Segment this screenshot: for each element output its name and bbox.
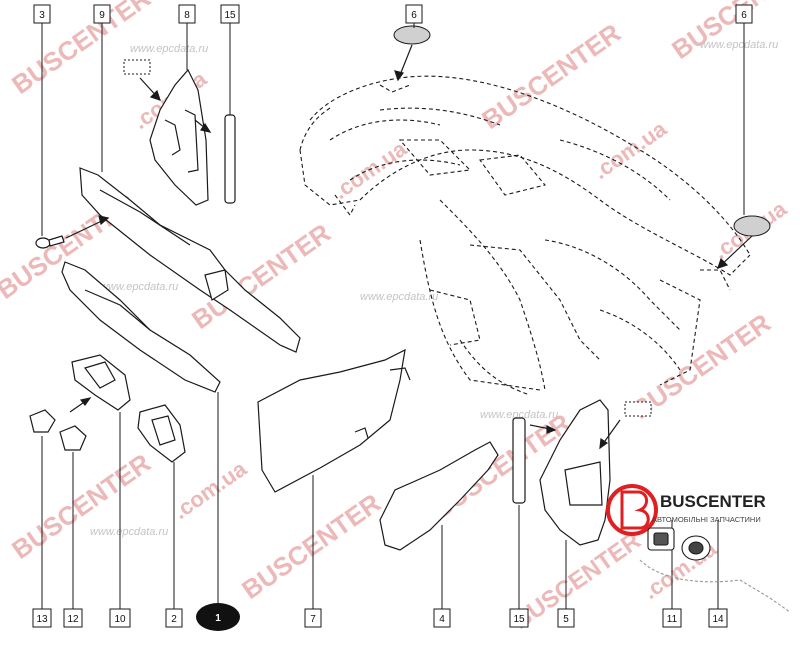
callout-boxes [32,4,753,628]
callout-11: 11 [667,614,678,625]
logo-tagline: АВТОМОБІЛЬНІ ЗАПЧАСТИНИ [652,515,761,524]
leader-lines [41,22,745,610]
callout-7: 7 [310,614,316,625]
parts-layer [29,68,611,551]
callout-1-badge [196,603,240,631]
label-plate-right [624,401,652,417]
part-6-grommet-left [393,25,431,45]
callout-6: 6 [741,10,747,21]
callout-13: 13 [36,614,48,625]
part-15-seal-strip [224,114,236,204]
label-plates [123,59,652,417]
logo-name: BUSCENTER [660,492,766,511]
callout-3: 3 [39,10,45,21]
dashboard-outline [299,75,751,396]
watermark-brand: BUSCENTER [6,447,156,565]
part-15-seal-strip-right [512,417,526,504]
watermark-epc: www.epcdata.ru [130,43,208,55]
part-13-switch [29,409,56,433]
watermark-epc: www.epcdata.ru [100,281,178,293]
callout-15: 15 [513,614,525,625]
part-9-trim-strip [79,167,301,353]
part-6-grommet-right [733,215,771,237]
arrows [65,44,753,450]
brand-logo: BUSCENTER АВТОМОБІЛЬНІ ЗАПЧАСТИНИ [606,484,766,536]
watermark-epc: www.epcdata.ru [360,291,438,303]
switch-parts [639,527,791,613]
callout-12: 12 [67,614,79,625]
watermark-brand: BUSCENTER [236,487,386,605]
watermark-epc: www.epcdata.ru [480,409,558,421]
watermark-brand: BUSCENTER [666,0,800,65]
callout-8: 8 [184,10,190,21]
label-plate-left [123,59,151,75]
part-1-lower-trim [61,261,221,393]
callout-4: 4 [439,614,445,625]
callout-6: 6 [411,10,417,21]
callout-15: 15 [224,10,236,21]
watermark-brand: BUSCENTER [476,17,626,135]
part-7-side-panel [257,348,406,493]
watermark-epc: www.epcdata.ru [90,526,168,538]
callout-10: 10 [114,614,126,625]
part-2-vent [137,404,186,463]
callout-14: 14 [712,614,724,625]
callout-5: 5 [563,614,569,625]
part-4-lower-cover [379,441,499,551]
watermark-domain: .com.ua [589,115,672,184]
watermark-epc: www.epcdata.ru [700,39,778,51]
part-5-end-cap [539,399,611,546]
callout-labels: 3 9 8 15 6 6 13 12 10 2 1 7 4 15 5 11 14 [36,10,747,625]
grommets [393,25,771,237]
part-3-clip [35,235,65,249]
watermark-domain: .com.ua [169,455,252,524]
callout-1: 1 [215,613,221,624]
callout-2: 2 [171,614,177,625]
part-10-switch-bezel [71,354,131,411]
part-12-switch [59,425,87,451]
callout-9: 9 [99,10,105,21]
